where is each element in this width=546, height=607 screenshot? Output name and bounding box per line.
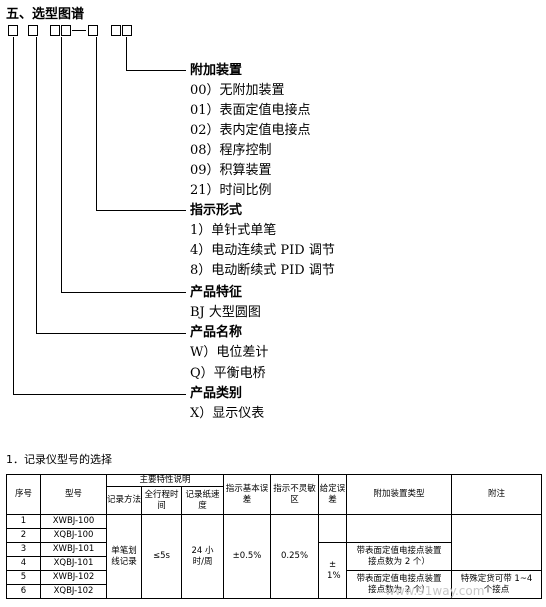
cell-basic-error: ±0.5% xyxy=(223,514,272,599)
code-box-5b xyxy=(122,25,132,36)
table-row: 6 XQBJ-102 xyxy=(6,584,542,599)
group-header-extra: 附加装置 xyxy=(190,63,243,78)
cell-extra-empty xyxy=(346,514,453,543)
cell-extra-102: 带表面定值电接点装置 接点数为 2 个） xyxy=(346,570,453,599)
code-box-5a xyxy=(111,25,121,36)
col-header-basic-error: 指示基本误差 xyxy=(223,474,272,515)
line-h-name xyxy=(36,333,186,334)
col-header-dead-zone: 指示不灵敏区 xyxy=(270,474,320,515)
extra-item-02: 02）表内定值电接点 xyxy=(190,123,311,138)
cell-note-empty xyxy=(451,514,543,571)
extra-item-08: 08）程序控制 xyxy=(190,143,272,158)
feature-item-bj: BJ 大型圆图 xyxy=(190,305,261,320)
display-item-8: 8）电动断续式 PID 调节 xyxy=(190,263,335,278)
group-header-display: 指示形式 xyxy=(190,203,243,218)
col-header-note: 附注 xyxy=(451,474,543,515)
col-header-main: 主要特性说明 xyxy=(105,474,225,487)
cell-set-error-empty xyxy=(318,514,348,543)
table-row: 1 XWBJ-100 单笔划线记录 ≤5s 24 小时/周 ±0.5% 0.25… xyxy=(6,514,543,599)
line-v-category xyxy=(13,37,14,395)
cell-method: 单笔划线记录 xyxy=(106,514,142,599)
cell-model: XWBJ-100 xyxy=(40,514,107,529)
recorder-selection-table: 序号 型号 主要特性说明 指示基本误差 指示不灵敏区 给定误差 附加装置类型 附… xyxy=(6,474,543,599)
name-item-w: W）电位差计 xyxy=(190,345,269,360)
cell-no: 5 xyxy=(6,570,41,585)
cell-model: XQBJ-102 xyxy=(40,584,107,599)
cell-model: XQBJ-101 xyxy=(40,556,107,571)
line-h-extra xyxy=(126,70,186,71)
cell-dead-zone: 0.25% xyxy=(270,514,320,599)
line-h-feature xyxy=(61,292,186,293)
col-header-method: 记录方法 xyxy=(106,486,142,515)
watermark: www.91way.com xyxy=(385,584,485,598)
code-dash xyxy=(72,30,86,31)
col-header-extra-type: 附加装置类型 xyxy=(346,474,453,515)
cell-no: 3 xyxy=(6,542,41,557)
line-h-display xyxy=(96,210,186,211)
cell-no: 2 xyxy=(6,528,41,543)
table-row: 4 XQBJ-101 xyxy=(6,556,542,571)
cell-fullstroke: ≤5s xyxy=(141,514,182,599)
extra-item-09: 09）积算装置 xyxy=(190,163,272,178)
col-header-speed: 记录纸速度 xyxy=(180,486,225,515)
cell-no: 4 xyxy=(6,556,41,571)
cell-no: 1 xyxy=(6,514,41,529)
code-box-3a xyxy=(50,25,60,36)
code-box-3b xyxy=(61,25,71,36)
col-header-fullstroke: 全行程时间 xyxy=(141,486,182,515)
category-item-x: X）显示仪表 xyxy=(190,406,265,421)
col-header-no: 序号 xyxy=(6,474,41,515)
extra-item-21: 21）时间比例 xyxy=(190,183,272,198)
code-box-2 xyxy=(28,25,38,36)
line-v-name xyxy=(36,37,37,334)
section-title: 1．记录仪型号的选择 xyxy=(6,453,112,466)
cell-model: XWBJ-101 xyxy=(40,542,107,557)
cell-note-102: 特殊定货可带 1~4 个接点 xyxy=(451,570,543,599)
cell-no: 6 xyxy=(6,584,41,599)
cell-extra-101: 带表面定值电接点装置 接点数为 2 个） xyxy=(346,542,453,571)
extra-item-00: 00）无附加装置 xyxy=(190,83,285,98)
line-v-feature xyxy=(61,37,62,293)
table-row: 3 XWBJ-101 ± 1% 带表面定值电接点装置 接点数为 2 个） xyxy=(6,542,542,599)
code-box-1 xyxy=(8,25,18,36)
group-header-name: 产品名称 xyxy=(190,325,243,340)
group-header-feature: 产品特征 xyxy=(190,285,243,300)
name-item-q: Q）平衡电桥 xyxy=(190,366,266,381)
cell-set-error: ± 1% xyxy=(318,542,348,599)
extra-item-01: 01）表面定值电接点 xyxy=(190,103,311,118)
line-h-category xyxy=(13,394,186,395)
display-item-1: 1）单针式单笔 xyxy=(190,223,277,238)
group-header-category: 产品类别 xyxy=(190,386,243,401)
display-item-4: 4）电动连续式 PID 调节 xyxy=(190,243,335,258)
code-box-4 xyxy=(88,25,98,36)
cell-speed: 24 小时/周 xyxy=(180,514,225,599)
page-title: 五、选型图谱 xyxy=(6,7,85,22)
table-row: 5 XWBJ-102 带表面定值电接点装置 接点数为 2 个） 特殊定货可带 1… xyxy=(6,570,543,599)
col-header-set-error: 给定误差 xyxy=(318,474,348,515)
col-header-model: 型号 xyxy=(40,474,107,515)
cell-model: XWBJ-102 xyxy=(40,570,107,585)
line-v-display xyxy=(96,37,97,211)
cell-model: XQBJ-100 xyxy=(40,528,107,543)
line-v-extra xyxy=(126,37,127,71)
